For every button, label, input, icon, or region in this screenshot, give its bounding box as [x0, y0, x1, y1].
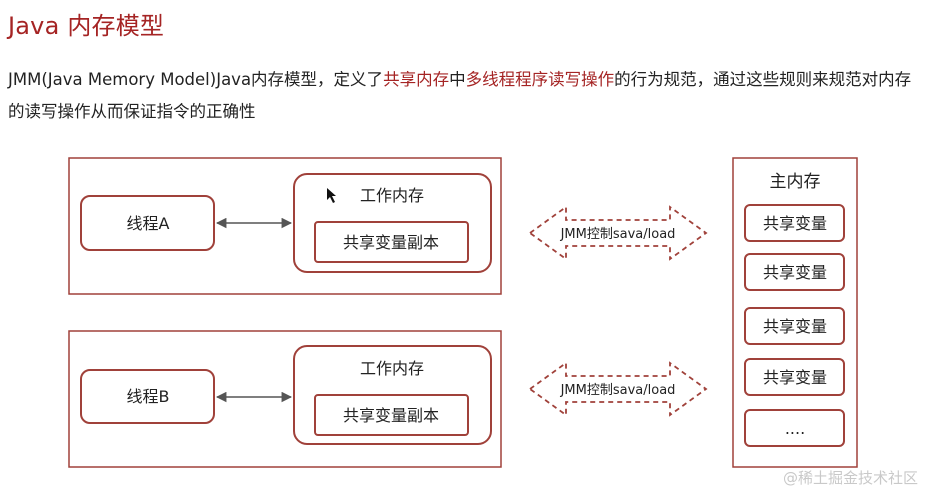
working-memory-b-label: 工作内存 — [360, 359, 424, 378]
shared-var-box — [744, 307, 845, 345]
ellipsis-label: .... — [785, 419, 805, 438]
paragraph-text-3: 的行为规范，通过这些规则来规范对内存的读写操作从而保证指令的正确性 — [8, 70, 912, 121]
jmm-arrow-b-shape — [528, 361, 708, 417]
thread-b-label: 线程B — [127, 387, 170, 406]
thread-group-a: 线程A 工作内存 共享变量副本 — [68, 157, 502, 295]
mouse-cursor-icon — [327, 188, 336, 203]
description-paragraph: JMM(Java Memory Model)Java内存模型，定义了共享内存中多… — [8, 64, 920, 128]
jmm-arrow-a-label: JMM控制sava/load — [560, 227, 676, 242]
shared-var-copy-b-box — [314, 394, 469, 436]
working-memory-a-label: 工作内存 — [360, 186, 424, 205]
page-title: Java 内存模型 — [8, 12, 165, 40]
main-memory: 主内存 共享变量 共享变量 共享变量 共享变量 .... — [732, 157, 858, 468]
shared-var-label: 共享变量 — [763, 317, 827, 336]
thread-group-b: 线程B 工作内存 共享变量副本 — [68, 330, 502, 468]
shared-var-box — [744, 204, 845, 242]
shared-var-label: 共享变量 — [763, 368, 827, 387]
thread-a-box — [80, 195, 215, 251]
shared-var-copy-b-label: 共享变量副本 — [343, 406, 439, 425]
shared-var-box — [744, 253, 845, 291]
paragraph-text-2: 中 — [449, 70, 466, 89]
shared-var-copy-a-label: 共享变量副本 — [343, 233, 439, 252]
highlight-multithread-rw: 多线程程序读写操作 — [465, 70, 615, 89]
shared-var-label: 共享变量 — [763, 214, 827, 233]
watermark: @稀土掘金技术社区 — [782, 469, 918, 487]
highlight-shared-memory: 共享内存 — [383, 70, 450, 89]
jmm-arrow-b: JMM控制sava/load — [528, 361, 708, 417]
main-memory-title: 主内存 — [770, 172, 821, 192]
jmm-arrow-b-label: JMM控制sava/load — [560, 383, 676, 398]
ellipsis-box — [744, 409, 845, 447]
shared-var-copy-a-box — [314, 221, 469, 263]
jmm-arrow-a: JMM控制sava/load — [528, 205, 708, 261]
thread-a-label: 线程A — [127, 214, 170, 233]
thread-b-box — [80, 369, 215, 424]
thread-group-b-frame — [68, 330, 502, 468]
paragraph-text-1: JMM(Java Memory Model)Java内存模型，定义了 — [8, 70, 384, 89]
shared-var-label: 共享变量 — [763, 263, 827, 282]
thread-group-a-frame — [68, 157, 502, 295]
jmm-arrow-a-shape — [528, 205, 708, 261]
shared-var-box — [744, 358, 845, 396]
